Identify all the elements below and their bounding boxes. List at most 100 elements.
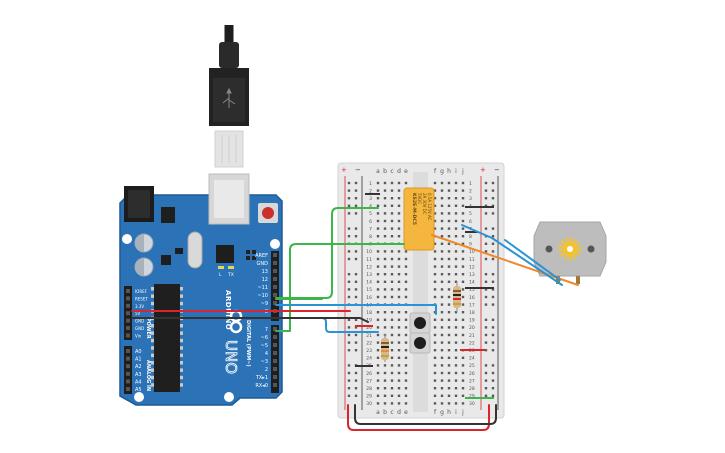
analog-pin-label: A1 [135, 357, 142, 363]
column-label: b [383, 409, 387, 416]
power-pin-label: GND [135, 319, 144, 324]
power-pin-label: IOREF [135, 289, 148, 294]
row-number-right: 28 [469, 386, 475, 392]
arduino-board[interactable]: L TX ARDUINO UNO AREFGND1312~11~10~987~6… [119, 173, 283, 406]
row-number-left: 30 [366, 401, 372, 407]
row-number-right: 11 [469, 257, 475, 263]
jumper-wires-short [355, 193, 494, 399]
column-label: e [404, 168, 408, 175]
wire-blue-motor [461, 224, 563, 286]
column-label: j [461, 168, 464, 175]
column-label: d [397, 409, 401, 416]
row-number-left: 16 [366, 295, 372, 301]
row-number-left: 20 [366, 325, 372, 331]
column-label: a [376, 168, 380, 175]
digital-pin-label: 7 [265, 327, 268, 333]
row-number-right: 1 [469, 181, 472, 187]
relay-label-3: 2A 30V DC [422, 193, 427, 215]
wire-red-bottom [347, 404, 490, 431]
crystal [187, 231, 203, 269]
usb-chip [216, 245, 234, 263]
digital-pin-label: 2 [265, 367, 268, 373]
analog-label: ANALOG IN [145, 360, 151, 391]
mounting-hole [134, 392, 144, 402]
wire-green-a [275, 207, 379, 299]
digital-pin-label: AREF [255, 253, 268, 259]
row-number-right: 30 [469, 401, 475, 407]
row-number-left: 8 [369, 234, 372, 240]
power-header [124, 286, 132, 394]
row-number-right: 2 [469, 188, 472, 194]
analog-pin-label: A3 [135, 372, 142, 378]
row-number-right: 10 [469, 249, 475, 255]
row-number-left: 12 [366, 264, 372, 270]
power-pin-label: 5V [135, 311, 141, 316]
row-number-right: 5 [469, 211, 472, 217]
row-number-left: 14 [366, 280, 372, 286]
power-label: POWER [145, 318, 151, 339]
row-number-left: 4 [369, 204, 372, 210]
digital-pin-label: 12 [262, 277, 268, 283]
row-number-right: 21 [469, 333, 475, 339]
row-number-left: 18 [366, 310, 372, 316]
row-number-right: 3 [469, 196, 472, 202]
mounting-hole [270, 239, 280, 249]
row-number-left: 11 [366, 257, 372, 263]
row-number-left: 21 [366, 333, 372, 339]
relay-label-2: 5VDC [417, 193, 422, 204]
row-number-right: 24 [469, 356, 475, 362]
row-number-right: 20 [469, 325, 475, 331]
row-number-left: 5 [369, 211, 372, 217]
dc-motor [533, 221, 607, 284]
wire-orange-motor [431, 234, 579, 286]
column-label: d [397, 168, 401, 175]
resistor [453, 282, 461, 312]
mounting-hole [122, 234, 132, 244]
column-label: h [447, 409, 451, 416]
atmega-chip [151, 284, 183, 392]
row-number-right: 13 [469, 272, 475, 278]
row-number-left: 26 [366, 371, 372, 377]
digital-pin-label: ~3 [261, 359, 268, 365]
row-number-left: 29 [366, 394, 372, 400]
usb-cable [209, 24, 249, 168]
rail-plus-right: + [480, 166, 486, 174]
digital-pin-label: ~11 [257, 285, 268, 291]
row-number-right: 27 [469, 378, 475, 384]
row-number-left: 27 [366, 378, 372, 384]
rail-minus-right: − [494, 166, 500, 174]
rail-minus-left: − [355, 166, 361, 174]
mounting-hole [224, 392, 234, 402]
row-number-left: 7 [369, 226, 372, 232]
row-number-right: 18 [469, 310, 475, 316]
digital-pin-label: RX◂0 [255, 383, 268, 389]
pushbutton[interactable] [409, 332, 431, 354]
row-number-left: 13 [366, 272, 372, 278]
row-number-left: 10 [366, 249, 372, 255]
relay: KS2E-M-DC5 5VDC 2A 30V DC 0.5A 125V AC [403, 187, 435, 251]
arduino-model: UNO [222, 340, 240, 374]
analog-pin-label: A4 [135, 379, 142, 385]
digital-pin-label: TX▸1 [255, 375, 268, 381]
digital-pin-label: ~5 [261, 343, 268, 349]
column-label: f [434, 409, 437, 416]
analog-pin-label: A2 [135, 364, 142, 370]
power-pin-label: Vin [135, 333, 142, 338]
row-number-right: 6 [469, 219, 472, 225]
usb-icon [222, 87, 236, 108]
digital-pin-label: ~6 [261, 335, 268, 341]
row-number-left: 2 [369, 188, 372, 194]
row-number-left: 6 [369, 219, 372, 225]
digital-pin-label: GND [257, 261, 269, 267]
wire-blue-a [275, 304, 437, 315]
digital-pin-label: 13 [262, 269, 268, 275]
rail-plus-left: + [341, 166, 347, 174]
digital-pin-label: ~9 [261, 301, 268, 307]
power-pin-label: RESET [135, 296, 148, 301]
pushbutton[interactable] [409, 312, 431, 334]
column-label: b [383, 168, 387, 175]
row-number-right: 8 [469, 234, 472, 240]
row-number-right: 26 [469, 371, 475, 377]
resistor [381, 334, 389, 362]
